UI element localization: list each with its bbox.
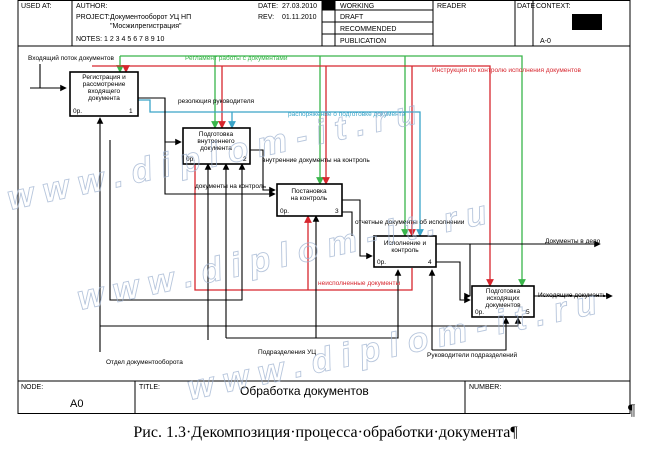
reader-label: READER (437, 3, 466, 10)
label-resolution: резолюция руководителя (178, 98, 255, 105)
label-docs-control: документы на контроль (195, 183, 267, 190)
svg-text:1: 1 (129, 108, 133, 115)
title-value: Обработка документов (240, 384, 369, 398)
rev-value: 01.11.2010 (282, 14, 317, 21)
svg-text:0р.: 0р. (377, 259, 386, 266)
svg-text:контроль: контроль (391, 247, 419, 254)
svg-text:0р.: 0р. (475, 309, 484, 316)
figure-caption: Рис. 1.3·Декомпозиция·процесса·обработки… (133, 424, 518, 441)
node-value: A0 (70, 398, 83, 410)
svg-text:Подготовка: Подготовка (486, 288, 521, 295)
svg-text:входящего: входящего (88, 88, 121, 95)
svg-text:Постановка: Постановка (291, 188, 327, 195)
date-label: DATE: (258, 3, 278, 10)
used-at-label: USED AT: (21, 3, 52, 10)
status-working: WORKING (340, 3, 374, 10)
context-label: CONTEXT: (536, 3, 571, 10)
node-label: NODE: (21, 384, 43, 391)
footer-block: NODE: A0 TITLE: Обработка документов NUM… (18, 380, 630, 413)
activity-box-2[interactable]: Подготовка внутреннего документа 0р. 2 (182, 127, 251, 165)
svg-text:исходящих: исходящих (486, 295, 520, 302)
activity-box-4[interactable]: Исполнение и контроль 0р. 4 (373, 235, 437, 268)
watermark-layer: w w w . d i p l o m - i t . r u w w w . … (3, 93, 600, 408)
svg-text:Регистрация и: Регистрация и (82, 74, 126, 81)
project-label: PROJECT: (76, 14, 110, 21)
label-reports: отчетные документы об исполнении (355, 218, 465, 226)
svg-text:5: 5 (526, 309, 530, 316)
label-unfulfilled: неисполненные документы (318, 280, 400, 287)
svg-text:Исполнение и: Исполнение и (384, 240, 427, 247)
node-ref: A-0 (540, 38, 551, 45)
rev-label: REV: (258, 14, 274, 21)
svg-text:Подготовка: Подготовка (199, 131, 234, 138)
label-outgoing: Исходящие документы (538, 292, 607, 299)
label-instruction: Инструкция по контролю исполнения докуме… (432, 67, 582, 74)
author-label: AUTHOR: (76, 3, 108, 10)
svg-text:на контроль: на контроль (291, 195, 328, 202)
control-arrows (92, 55, 526, 291)
svg-text:документа: документа (200, 145, 232, 152)
status-draft: DRAFT (340, 14, 364, 21)
date2-label: DATE (517, 3, 535, 10)
arrow-reports (342, 199, 373, 260)
notes-text: NOTES: 1 2 3 4 5 6 7 8 9 10 (76, 36, 164, 43)
svg-text:3: 3 (335, 208, 339, 215)
svg-text:0р.: 0р. (73, 108, 82, 115)
activity-box-5[interactable]: Подготовка исходящих документов 0р. 5 (471, 285, 535, 318)
svg-text:0р.: 0р. (186, 156, 195, 163)
activity-box-3[interactable]: Постановка на контроль 0р. 3 (276, 183, 343, 217)
date-value: 27.03.2010 (282, 3, 317, 10)
label-internal-control: внутренние документы на контроль (262, 157, 370, 164)
arrow-reglament (120, 55, 526, 287)
status-recommended: RECOMMENDED (340, 26, 396, 33)
arrow-instruction (92, 65, 494, 287)
label-order: распоряжение о подготовке документа (288, 111, 406, 118)
svg-text:документа: документа (88, 95, 120, 102)
label-input: Входящий поток документов (28, 54, 114, 62)
svg-text:рассмотрение: рассмотрение (83, 81, 126, 88)
pilcrow-mark: ¶ (628, 402, 636, 419)
svg-text:2: 2 (243, 156, 247, 163)
label-dept-docs: Отдел документооборота (106, 358, 183, 366)
header-block: USED AT: AUTHOR: PROJECT: Документооборо… (18, 0, 630, 47)
arrow-internal-control (250, 149, 276, 194)
activity-box-1[interactable]: Регистрация и рассмотрение входящего док… (69, 71, 139, 117)
project-value-2: "Мосжилрегистрация" (110, 23, 182, 30)
arrow-labels: Входящий поток документов Регламент рабо… (28, 54, 607, 366)
svg-text:4: 4 (428, 259, 432, 266)
black-arrows (30, 64, 613, 352)
arrow-resolution (138, 97, 182, 146)
title-label: TITLE: (139, 384, 160, 391)
project-value-1: Документооборот УЦ НП (110, 13, 191, 21)
svg-text:документов: документов (485, 302, 521, 309)
svg-text:внутреннего: внутреннего (197, 138, 235, 145)
number-label: NUMBER: (469, 384, 501, 391)
arrow-order (138, 99, 424, 237)
label-reglament: Регламент работы с документами (185, 54, 288, 62)
label-to-file: Документы в дело (545, 238, 601, 245)
status-publication: PUBLICATION (340, 38, 386, 45)
svg-text:0р.: 0р. (280, 208, 289, 215)
label-divisions: Подразделения УЦ (258, 349, 316, 356)
watermark-text-3: w w w . d i p l o m - i t . r u (184, 284, 600, 408)
label-heads: Руководители подразделений (427, 351, 518, 359)
